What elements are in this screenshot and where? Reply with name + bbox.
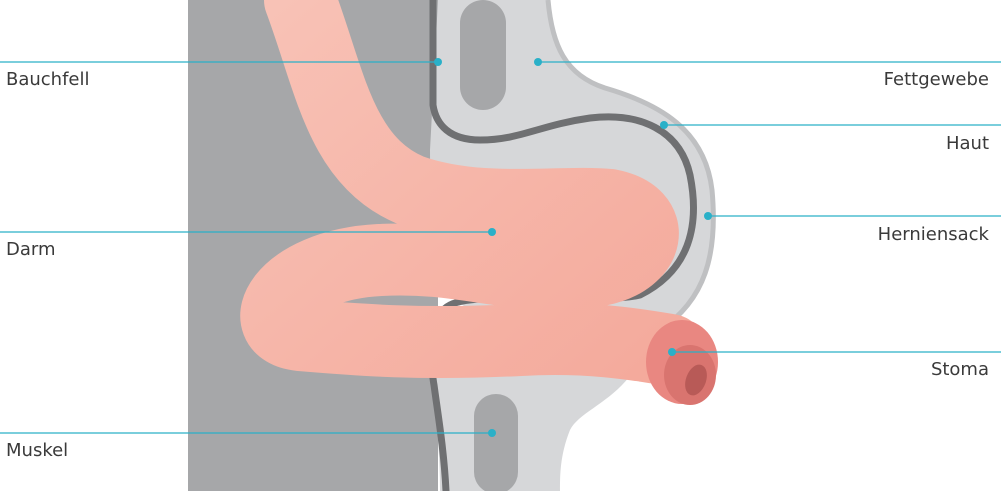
label-darm: Darm: [6, 239, 56, 260]
label-muskel: Muskel: [6, 440, 68, 461]
stoma-shape: [646, 320, 718, 405]
muscle-slot-upper: [460, 0, 506, 110]
label-fettgewebe: Fettgewebe: [884, 69, 989, 90]
label-bauchfell: Bauchfell: [6, 69, 90, 90]
dot-haut: [660, 121, 668, 129]
dot-bauchfell: [434, 58, 442, 66]
dot-stoma: [668, 348, 676, 356]
label-haut: Haut: [946, 133, 989, 154]
dot-muskel: [488, 429, 496, 437]
label-herniensack: Herniensack: [878, 224, 989, 245]
dot-fettgewebe: [534, 58, 542, 66]
dot-herniensack: [704, 212, 712, 220]
dot-darm: [488, 228, 496, 236]
label-stoma: Stoma: [931, 359, 989, 380]
muscle-slot-lower: [474, 394, 518, 491]
